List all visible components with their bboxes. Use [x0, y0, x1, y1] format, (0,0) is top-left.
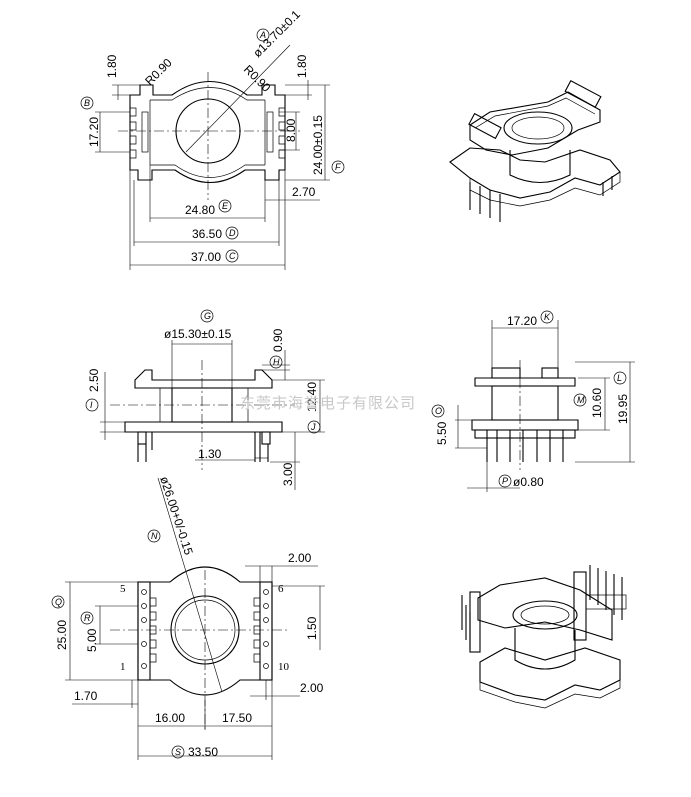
dim-1750: 17.50: [222, 711, 252, 725]
dim-180-left: 1.80: [105, 54, 119, 78]
label-p: P: [502, 476, 508, 486]
dim-270: 2.70: [292, 185, 316, 199]
pin-1: 1: [120, 661, 126, 673]
dim-b-value: 17.20: [87, 117, 101, 147]
watermark: 东莞市海誉电子有限公司: [240, 394, 416, 412]
dim-e-value: 24.80: [185, 203, 215, 217]
dim-g-value: ø15.30±0.15: [164, 327, 232, 341]
label-o: O: [435, 406, 442, 416]
dim-j-value: 12.40: [305, 382, 319, 412]
dim-o-value: 5.50: [435, 421, 449, 445]
dim-i-value: 2.50: [87, 368, 101, 392]
label-a: A: [259, 30, 266, 40]
front-view-labels: G ø15.30±0.15 H 0.90 2.50 I 12.40 J 1.30…: [85, 309, 321, 486]
label-s: S: [175, 747, 181, 757]
dim-200-bottom: 2.00: [300, 681, 324, 695]
label-e: E: [222, 201, 229, 211]
dim-p-value: ø0.80: [513, 475, 544, 489]
label-d: D: [229, 228, 236, 238]
dim-180-right: 1.80: [295, 54, 309, 78]
dim-m-value: 10.60: [590, 388, 604, 418]
dim-200-top: 2.00: [288, 551, 312, 565]
top-view-labels: A ø13.70±0.1 R0.90 R0.90 1.80 1.80 B 17.…: [80, 7, 345, 264]
dim-f-value: 24.00±0.15: [311, 115, 325, 175]
label-q: Q: [55, 597, 62, 607]
dim-r-value: 5.00: [85, 628, 99, 652]
top-view: [95, 44, 330, 270]
label-m: M: [577, 395, 585, 405]
label-r: R: [84, 613, 91, 623]
dim-800: 8.00: [284, 118, 298, 142]
dim-300: 3.00: [281, 462, 295, 486]
label-i: I: [90, 400, 93, 410]
dim-d-value: 36.50: [192, 227, 222, 241]
bottom-view: [65, 477, 325, 760]
pin-10: 10: [278, 661, 290, 673]
isometric-view-top: [449, 79, 621, 222]
label-g: G: [204, 311, 211, 321]
dim-1600: 16.00: [155, 711, 185, 725]
label-h: H: [273, 357, 280, 367]
front-view: [100, 340, 325, 490]
side-view-labels: 17.20 K L 19.95 M 10.60 O 5.50 P ø0.80: [431, 310, 630, 489]
dim-150: 1.50: [305, 616, 319, 640]
dim-h-value: 0.90: [271, 328, 285, 352]
dim-170: 1.70: [74, 689, 98, 703]
pin-6: 6: [278, 583, 284, 595]
dim-c-value: 37.00: [191, 250, 221, 264]
dim-a-value: ø13.70±0.1: [250, 7, 303, 60]
label-l: L: [617, 373, 622, 383]
pin-5: 5: [120, 583, 126, 595]
label-c: C: [229, 251, 236, 261]
dim-l-value: 19.95: [616, 394, 630, 424]
label-n: N: [151, 531, 158, 541]
label-k: K: [544, 312, 551, 322]
label-f: F: [335, 162, 341, 172]
label-b: B: [84, 98, 90, 108]
dim-130: 1.30: [198, 447, 222, 461]
dim-q-value: 25.00: [55, 620, 69, 650]
dim-n-value: ø26.00+0/-0.15: [157, 475, 196, 557]
label-j: J: [310, 422, 316, 432]
dim-s-value: 33.50: [188, 745, 218, 759]
isometric-view-bottom: [461, 565, 627, 709]
bottom-view-labels: N ø26.00+0/-0.15 Q 25.00 R 5.00 5 6 1 10…: [51, 475, 324, 759]
dim-k-value: 17.20: [507, 314, 537, 328]
radius-left: R0.90: [142, 55, 175, 88]
side-view: [455, 320, 635, 492]
